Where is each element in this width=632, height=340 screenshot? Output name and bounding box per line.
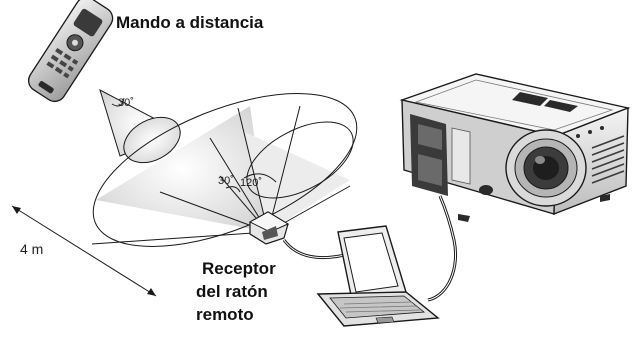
receiver-label-line-3: remoto [196,305,254,324]
distance-label: 4 m [20,241,43,257]
receiver-reception-cone [91,93,358,247]
remote-mouse-receiver-icon [248,211,290,245]
remote-control-label: Mando a distancia [116,13,264,32]
receiver-angle-30-label: 30˚ [218,175,234,187]
receiver-label-line-1: Receptor [202,259,276,278]
receiver-label-line-2: del ratón [196,282,268,301]
remote-angle-label: 30˚ [118,97,134,109]
projector-icon [399,73,631,222]
laptop-icon [316,225,440,327]
distance-arrow [11,205,157,297]
remote-control-icon [27,0,114,103]
receiver-angle-120-label: 120˚ [240,177,262,189]
